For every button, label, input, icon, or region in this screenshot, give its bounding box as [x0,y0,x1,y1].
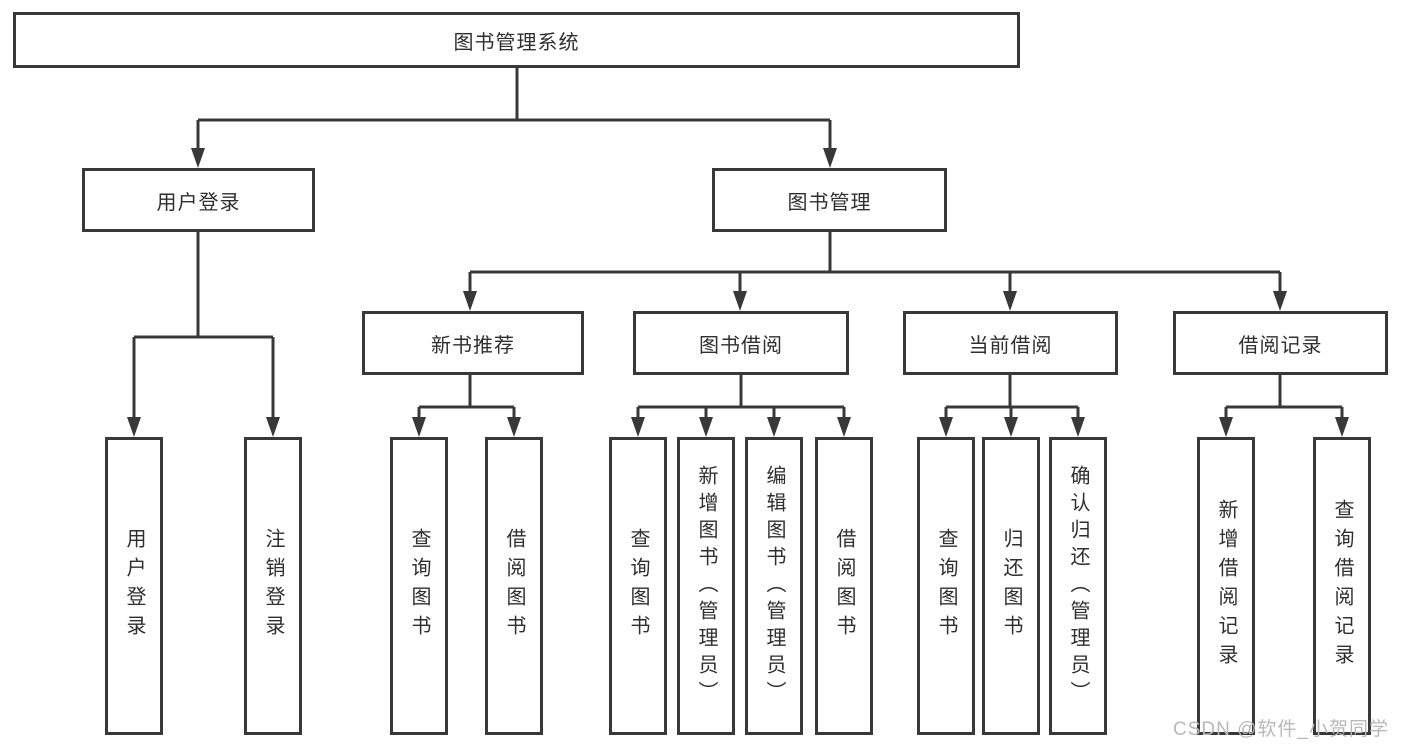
arrowhead-icons [127,148,1349,437]
leaf-logout: 注销登录 [244,437,302,735]
leaf-query-books-recommend: 查询图书 [390,437,448,735]
leaf-add-book-admin: 新增图书（管理员） [677,437,735,735]
leaf-borrow-books-recommend: 借阅图书 [485,437,543,735]
leaf-query-books-borrowing: 查询图书 [609,437,667,735]
leaf-borrow-books-borrowing: 借阅图书 [815,437,873,735]
node-borrowing-records: 借阅记录 [1173,311,1388,375]
node-current-borrowing: 当前借阅 [903,311,1118,375]
node-new-book-recommend: 新书推荐 [362,311,584,375]
leaf-confirm-return-admin: 确认归还（管理员） [1049,437,1107,735]
node-book-borrowing: 图书借阅 [633,311,849,375]
leaf-add-borrow-record: 新增借阅记录 [1197,437,1255,735]
leaf-user-login: 用户登录 [105,437,163,735]
watermark: CSDN @软件_小贺同学 [1173,719,1389,740]
leaf-edit-book-admin: 编辑图书（管理员） [745,437,803,735]
node-book-management: 图书管理 [712,168,947,232]
leaf-query-borrow-record: 查询借阅记录 [1313,437,1371,735]
node-user-login: 用户登录 [82,168,315,232]
leaf-return-books: 归还图书 [982,437,1040,735]
leaf-query-books-current: 查询图书 [917,437,975,735]
node-system-root: 图书管理系统 [13,12,1020,68]
